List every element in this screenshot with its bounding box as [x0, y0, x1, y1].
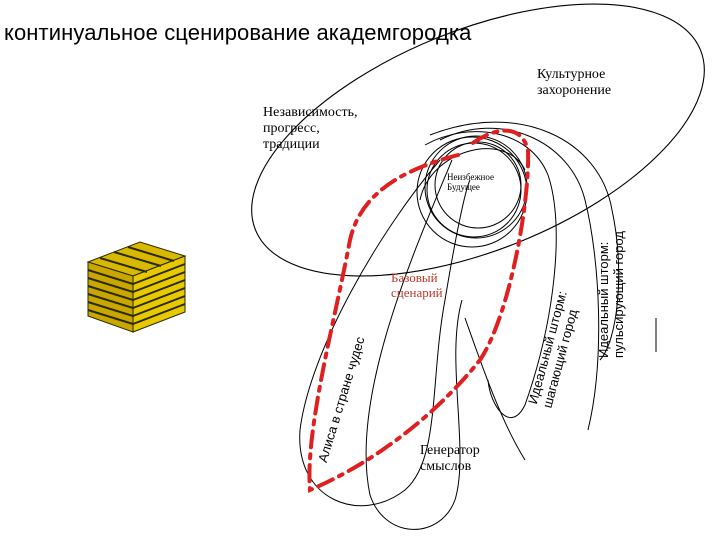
page-title: континуальное сценирование академгородка: [4, 20, 472, 45]
storm-branch-1: [464, 317, 526, 461]
walking-city-loop: [424, 131, 557, 419]
future-circle-4: [434, 141, 522, 229]
stacked-gold-bars-cube-icon: [86, 241, 187, 333]
label-independence: Независимость,прогресс,традиции: [263, 105, 358, 153]
generator-loop: [365, 159, 463, 530]
cultural-burial-ellipse: [251, 3, 705, 277]
future-tail-curve: [419, 148, 526, 201]
pulsing-city-loop: [429, 121, 620, 361]
base-scenario-loop: [307, 128, 531, 493]
storm-branch-2: [439, 127, 600, 431]
alice-loop: [299, 159, 471, 507]
label-storm-pulsing-city: Идеальный шторм:пульсирующий город: [596, 231, 626, 358]
